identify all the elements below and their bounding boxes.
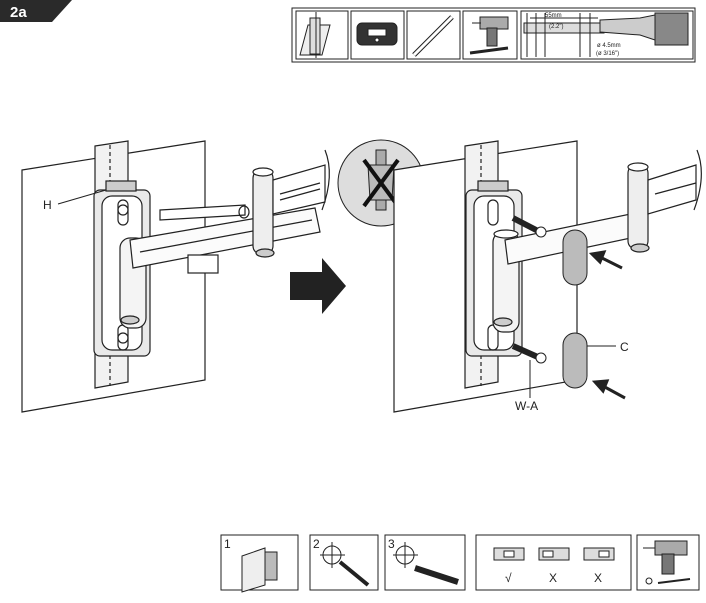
next-step-arrow xyxy=(290,258,346,314)
step-strip-2: 2 xyxy=(313,537,320,551)
lag-screw-bottom xyxy=(511,343,547,364)
drill-icon xyxy=(462,10,518,60)
bit-depth-in: (2.2") xyxy=(549,24,563,30)
tool-strip: 55mm (2.2") ø 4.5mm (ø 3/16") xyxy=(291,7,696,63)
wall-stud-icon xyxy=(295,10,349,60)
cover-cap-top xyxy=(562,229,588,286)
label-wa: W-A xyxy=(515,399,538,413)
right-wall-panel xyxy=(393,140,702,413)
stud-icon xyxy=(241,547,266,593)
label-wa-leader: W-A xyxy=(515,360,538,413)
step-strip-3: 3 xyxy=(388,537,395,551)
level-x-1: X xyxy=(549,571,557,585)
left-wall-panel xyxy=(21,140,330,413)
step-badge: 2a xyxy=(0,0,72,22)
step-strip-1: 1 xyxy=(224,537,231,551)
level-x-2: X xyxy=(594,571,602,585)
press-arrows xyxy=(588,250,626,400)
drill-bit-depth-icon xyxy=(520,10,694,60)
label-c: C xyxy=(620,340,629,354)
step-number: 2a xyxy=(10,4,27,21)
bit-diameter-in: (ø 3/16") xyxy=(596,51,619,57)
pencil-icon xyxy=(406,10,461,60)
cover-cap-bottom xyxy=(562,332,588,389)
driver-icon xyxy=(643,540,691,585)
bit-diameter-mm: ø 4.5mm xyxy=(597,43,621,49)
bit-depth-mm: 55mm xyxy=(545,13,562,19)
label-h-leader: H xyxy=(43,189,107,212)
label-c-leader: C xyxy=(587,340,629,354)
level-check: √ xyxy=(505,571,512,585)
lag-screw-top xyxy=(511,215,547,238)
label-h: H xyxy=(43,198,52,212)
bottom-steps xyxy=(220,534,700,593)
stud-finder-icon xyxy=(350,10,405,60)
